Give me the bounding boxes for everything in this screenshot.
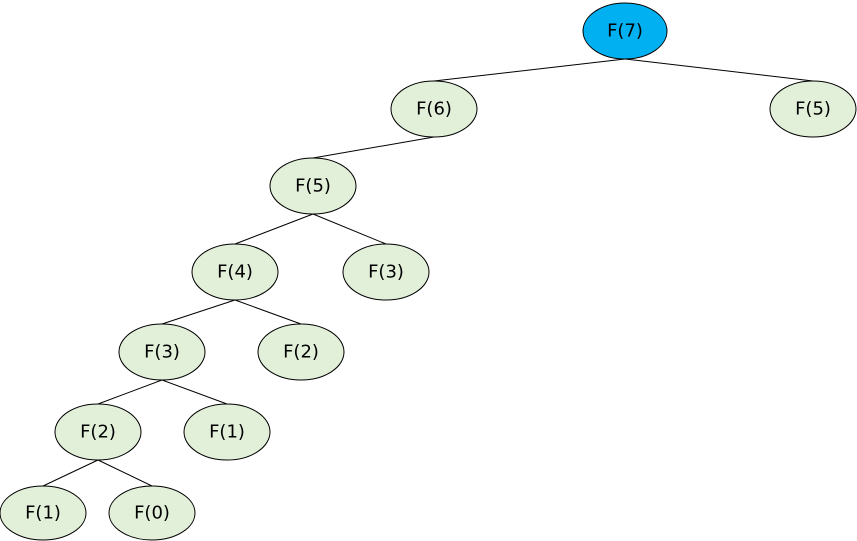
- tree-node: F(6): [390, 80, 478, 138]
- node-label: F(7): [607, 21, 643, 42]
- node-ellipse: [769, 80, 857, 138]
- node-ellipse: [342, 243, 430, 301]
- tree-node: F(2): [54, 403, 142, 461]
- node-ellipse: [0, 485, 87, 541]
- tree-edge: [312, 213, 387, 245]
- tree-edge: [624, 58, 814, 82]
- node-ellipse: [390, 80, 478, 138]
- node-ellipse: [191, 243, 279, 301]
- tree-node: F(4): [191, 243, 279, 301]
- node-label: F(2): [283, 342, 319, 363]
- node-label: F(0): [134, 503, 170, 524]
- node-label: F(5): [795, 99, 831, 120]
- tree-edge: [42, 459, 99, 487]
- tree-node: F(7): [582, 2, 668, 60]
- tree-edge: [312, 136, 435, 159]
- node-label: F(5): [295, 176, 331, 197]
- tree-node: F(3): [118, 323, 206, 381]
- tree-edge: [97, 459, 153, 487]
- node-ellipse: [108, 485, 196, 541]
- node-label: F(3): [368, 262, 404, 283]
- tree-node: F(3): [342, 243, 430, 301]
- node-ellipse: [118, 323, 206, 381]
- tree-edges: [42, 58, 814, 487]
- node-label: F(3): [144, 342, 180, 363]
- tree-node: F(5): [269, 157, 357, 215]
- node-label: F(6): [416, 99, 452, 120]
- tree-node: F(1): [0, 485, 87, 541]
- node-ellipse: [54, 403, 142, 461]
- tree-node: F(5): [769, 80, 857, 138]
- node-label: F(1): [209, 422, 245, 443]
- tree-node: F(1): [183, 403, 271, 461]
- tree-edge: [161, 299, 236, 325]
- node-label: F(4): [217, 262, 253, 283]
- node-label: F(2): [80, 422, 116, 443]
- tree-edge: [234, 213, 314, 245]
- tree-node: F(2): [257, 323, 345, 381]
- node-label: F(1): [25, 503, 61, 524]
- tree-node: F(0): [108, 485, 196, 541]
- tree-edge: [234, 299, 302, 325]
- tree-edge: [97, 379, 163, 405]
- root-node-ellipse: [582, 2, 668, 60]
- node-ellipse: [257, 323, 345, 381]
- node-ellipse: [269, 157, 357, 215]
- node-ellipse: [183, 403, 271, 461]
- tree-edge: [433, 58, 626, 82]
- tree-edge: [161, 379, 228, 405]
